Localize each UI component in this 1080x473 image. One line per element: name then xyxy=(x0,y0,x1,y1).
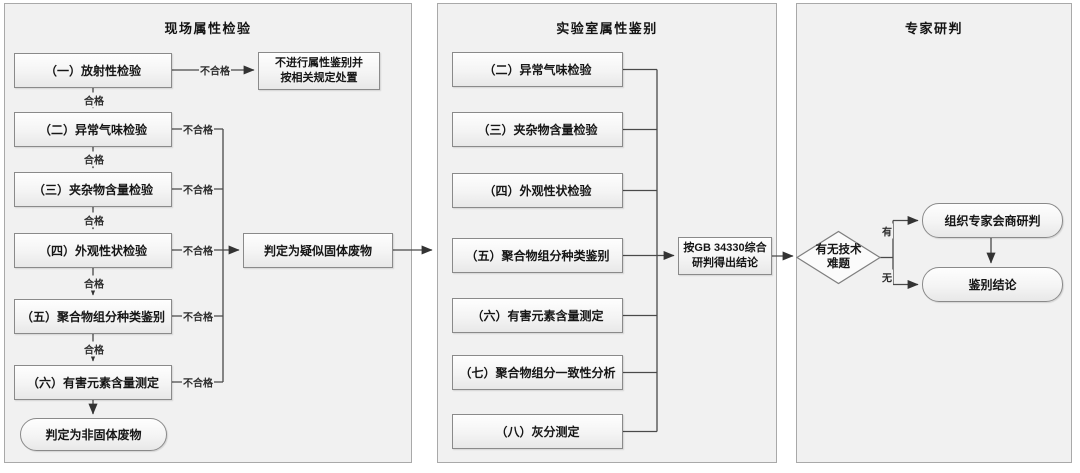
panel-expert-title: 专家研判 xyxy=(904,21,963,36)
node-identification-conclusion: 鉴别结论 xyxy=(922,267,1063,302)
edge-label-fail: 不合格 xyxy=(199,62,231,78)
decision-line2: 难题 xyxy=(827,258,850,270)
lab-step-odor-test: （二）异常气味检验 xyxy=(452,52,623,87)
step-polymer-type-test: （五）聚合物组分种类鉴别 xyxy=(14,299,172,334)
box-no-identification-line1: 不进行属性鉴别并 xyxy=(275,57,363,69)
box-no-identification: 不进行属性鉴别并 按相关规定处置 xyxy=(258,52,380,90)
edge-label-yes: 有 xyxy=(881,223,893,239)
box-no-identification-line2: 按相关规定处置 xyxy=(280,72,358,84)
step-appearance-test: （四）外观性状检验 xyxy=(14,233,172,268)
edge-label-fail: 不合格 xyxy=(182,374,214,390)
box-gb34330-conclusion: 按GB 34330综合 研判得出结论 xyxy=(678,237,772,275)
lab-step-appearance-test: （四）外观性状检验 xyxy=(452,173,623,208)
edge-label-pass: 合格 xyxy=(83,151,105,167)
panel-onsite-title: 现场属性检验 xyxy=(164,21,252,36)
lab-step-ash-content-test: （八）灰分测定 xyxy=(452,414,623,449)
edge-label-fail: 不合格 xyxy=(182,181,214,197)
step-radioactivity-test: （一）放射性检验 xyxy=(14,53,172,88)
box-suspected-solid-waste: 判定为疑似固体废物 xyxy=(243,233,393,268)
decision-line1: 有无技术 xyxy=(815,244,862,256)
edge-label-pass: 合格 xyxy=(83,341,105,357)
edge-label-no: 无 xyxy=(881,269,893,285)
lab-step-harmful-elements-test: （六）有害元素含量测定 xyxy=(452,298,623,333)
lab-step-polymer-type-identification: （五）聚合物组分种类鉴别 xyxy=(452,238,623,273)
lab-step-impurity-content-test: （三）夹杂物含量检验 xyxy=(452,112,623,147)
panel-lab-title: 实验室属性鉴别 xyxy=(556,21,658,36)
edge-label-fail: 不合格 xyxy=(182,121,214,137)
step-odor-test: （二）异常气味检验 xyxy=(14,112,172,147)
edge-label-pass: 合格 xyxy=(83,275,105,291)
box-gb34330-line1: 按GB 34330综合 xyxy=(683,242,767,254)
node-expert-consultation: 组织专家会商研判 xyxy=(922,203,1063,238)
edge-label-fail: 不合格 xyxy=(182,308,214,324)
decision-technical-difficulty: 有无技术 难题 xyxy=(799,243,878,271)
edge-label-pass: 合格 xyxy=(83,212,105,228)
step-harmful-elements-test: （六）有害元素含量测定 xyxy=(14,365,172,400)
edge-label-fail: 不合格 xyxy=(182,242,214,258)
edge-label-pass: 合格 xyxy=(83,92,105,108)
box-gb34330-line2: 研判得出结论 xyxy=(692,257,758,269)
step-impurity-content-test: （三）夹杂物含量检验 xyxy=(14,172,172,207)
result-non-solid-waste: 判定为非固体废物 xyxy=(20,418,167,451)
lab-step-polymer-consistency-analysis: （七）聚合物组分一致性分析 xyxy=(452,355,623,390)
